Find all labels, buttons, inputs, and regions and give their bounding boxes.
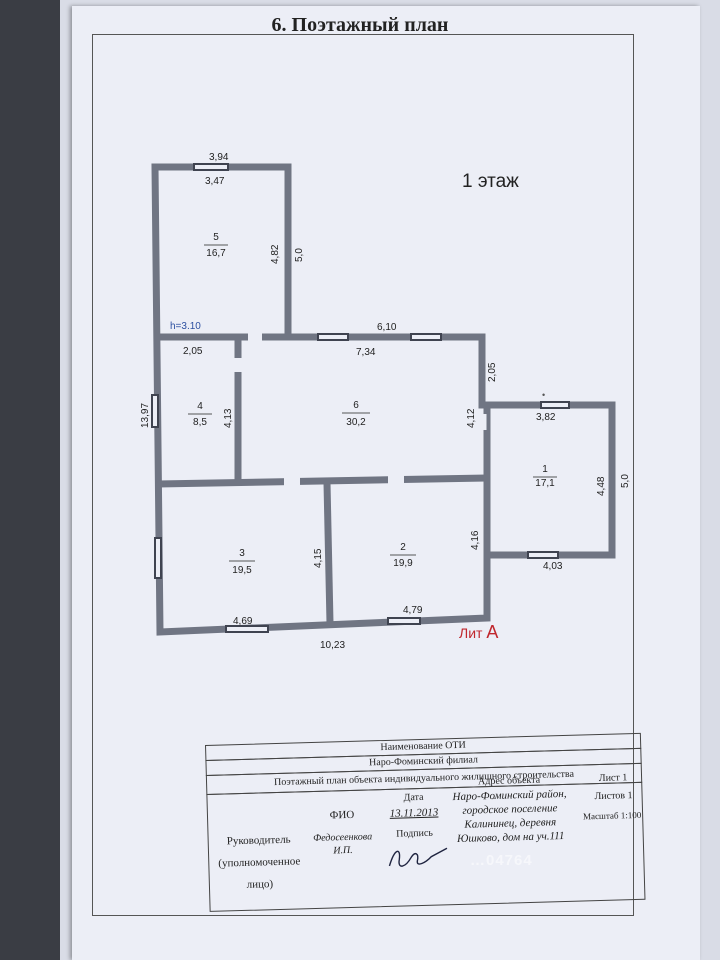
dim-room1-bottom: 4,03 xyxy=(543,561,563,572)
dim-room5-top-inner: 3,47 xyxy=(205,176,225,187)
dim-room5-top-outer: 3,94 xyxy=(209,152,229,163)
dim-room3-height: 4,15 xyxy=(313,548,324,568)
doors xyxy=(233,332,487,487)
room-4-area: 8,5 xyxy=(193,417,207,428)
room-6-number: 6 xyxy=(353,400,359,411)
room-2-number: 2 xyxy=(400,542,406,553)
outer-wall xyxy=(151,163,616,636)
dim-room4-height: 4,13 xyxy=(223,408,234,428)
height-label: h=3.10 xyxy=(170,321,201,332)
dim-step: 2,05 xyxy=(487,362,498,382)
stamp-role: Руководитель (уполномоченное лицо) xyxy=(218,833,301,891)
mark-dot: • xyxy=(542,390,545,400)
lit-prefix: Лит xyxy=(459,625,483,641)
stamp-date-value: 13.11.2013 xyxy=(389,806,439,820)
window xyxy=(225,625,269,633)
dim-room1-height: 4,48 xyxy=(596,476,607,496)
stamp-sign-label: Подпись xyxy=(396,827,434,840)
windows xyxy=(151,163,570,633)
dim-room6-height: 4,12 xyxy=(466,408,477,428)
room-1-area: 17,1 xyxy=(535,478,555,489)
window xyxy=(151,394,159,428)
stamp-sheets: Листов 1 xyxy=(594,790,633,803)
dim-room4-width: 2,05 xyxy=(183,346,203,357)
floor-label: 1 этаж xyxy=(462,171,519,192)
room-1-number: 1 xyxy=(542,464,548,475)
room-3-area: 19,5 xyxy=(232,565,252,576)
window xyxy=(527,551,559,559)
room-4-number: 4 xyxy=(197,401,203,412)
watermark: …04764 xyxy=(470,852,533,869)
page-title: 6. Поэтажный план xyxy=(271,14,449,36)
dim-room5-outer: 5,0 xyxy=(294,248,305,262)
room-6-area: 30,2 xyxy=(346,417,366,428)
wall-room3-right xyxy=(323,482,334,624)
dim-bottom-total: 10,23 xyxy=(320,640,345,651)
lit-letter: А xyxy=(486,622,499,642)
window xyxy=(317,333,349,341)
dim-room6-inner: 7,34 xyxy=(356,347,376,358)
dim-room2-bottom: 4,79 xyxy=(403,605,423,616)
window xyxy=(193,163,229,171)
stamp-scale: Масштаб 1:100 xyxy=(582,809,642,822)
room-5-area: 16,7 xyxy=(206,248,226,259)
drawing-frame xyxy=(92,34,634,916)
stamp-address-value: Наро-Фоминский район, городское поселени… xyxy=(452,787,567,845)
room-5-number: 5 xyxy=(213,232,219,243)
window xyxy=(154,537,162,579)
signature-icon xyxy=(388,847,448,867)
dim-room2-height: 4,16 xyxy=(470,530,481,550)
stamp-date-label: Дата xyxy=(403,791,424,804)
title-block: Наименование ОТИ Наро-Фоминский филиал П… xyxy=(205,732,646,912)
window xyxy=(540,401,570,409)
dim-room1-top: 3,82 xyxy=(536,412,556,423)
lit-label: Лит А xyxy=(459,622,498,643)
window xyxy=(410,333,442,341)
dim-room6-outer: 6,10 xyxy=(377,322,397,333)
dim-room1-outer: 5,0 xyxy=(620,474,631,488)
dim-left-total: 13,97 xyxy=(140,403,151,428)
stamp-body: Руководитель (уполномоченное лицо) ФИО Ф… xyxy=(206,772,646,912)
wall-middle-horizontal xyxy=(157,474,488,488)
room-2-area: 19,9 xyxy=(393,558,413,569)
window xyxy=(387,617,421,625)
dim-room3-bottom: 4,69 xyxy=(233,616,253,627)
stamp-fio-value: Федосеенкова И.П. xyxy=(312,831,373,857)
stamp-sheet: Лист 1 xyxy=(598,772,628,785)
stamp-fio-label: ФИО xyxy=(329,808,355,822)
dim-room5-height: 4,82 xyxy=(270,244,281,264)
room-3-number: 3 xyxy=(239,548,245,559)
